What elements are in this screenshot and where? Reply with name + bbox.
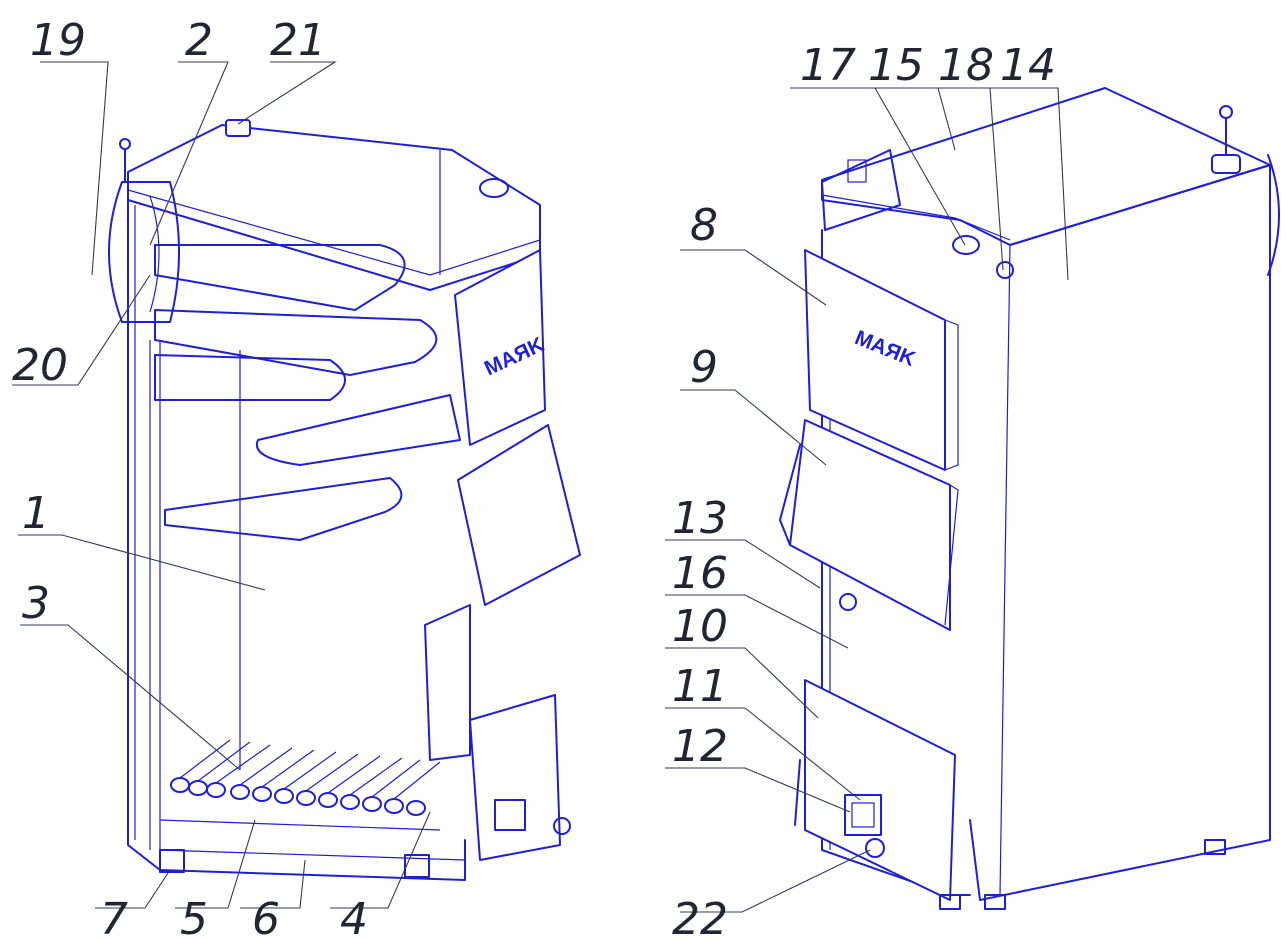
callout-10: 10 [672, 601, 728, 652]
door-9 [789, 419, 951, 631]
callout-18: 18 [938, 40, 994, 91]
ash-door-window [494, 799, 526, 831]
callout-8: 8 [690, 200, 718, 251]
flue-port [479, 178, 509, 198]
control-panel [821, 149, 901, 231]
callout-9: 9 [690, 342, 718, 393]
callout-17: 17 [800, 40, 856, 91]
callout-21: 21 [270, 15, 326, 66]
callout-4: 4 [340, 894, 368, 940]
leaders-right [665, 87, 1069, 913]
callout-13: 13 [672, 493, 728, 544]
callout-19: 19 [30, 15, 86, 66]
callouts-left: 19 2 21 20 1 3 7 5 6 4 [12, 15, 368, 940]
callout-20: 20 [12, 340, 68, 391]
baffle-5 [164, 477, 403, 541]
door-lower-left [424, 604, 471, 761]
leaders-left [12, 61, 431, 909]
right-top [821, 87, 1271, 246]
top-stub [225, 119, 251, 137]
door-upper [454, 249, 546, 446]
callout-7: 7 [100, 894, 128, 940]
baffle-2 [154, 309, 438, 376]
top-lid [127, 124, 541, 291]
callout-22: 22 [672, 894, 728, 940]
callout-5: 5 [180, 894, 208, 940]
left-boiler-cutaway: MAЯK [108, 119, 581, 881]
flue-pipe [108, 181, 180, 323]
callout-14: 14 [1000, 40, 1056, 91]
callout-12: 12 [672, 721, 728, 772]
door-middle [457, 424, 581, 606]
callout-15: 15 [868, 40, 924, 91]
callout-3: 3 [22, 578, 50, 629]
right-boiler: MAЯK [779, 87, 1280, 910]
ash-door [469, 694, 561, 861]
callout-6: 6 [252, 894, 280, 940]
flue-port-right [952, 235, 980, 255]
handle-22 [865, 838, 885, 858]
side-panel [969, 164, 1271, 901]
baffle-3 [255, 394, 461, 466]
callout-16: 16 [672, 548, 728, 599]
callouts-right: 17 15 18 14 8 9 13 16 10 11 12 22 [672, 40, 1056, 940]
ash-window-right [844, 794, 882, 836]
callout-11: 11 [672, 661, 728, 712]
baffle-1 [154, 244, 406, 311]
baffle-4 [154, 354, 346, 401]
callout-1: 1 [22, 488, 50, 539]
callout-2: 2 [185, 15, 213, 66]
grate-bars [170, 739, 441, 816]
door-10 [804, 679, 956, 901]
